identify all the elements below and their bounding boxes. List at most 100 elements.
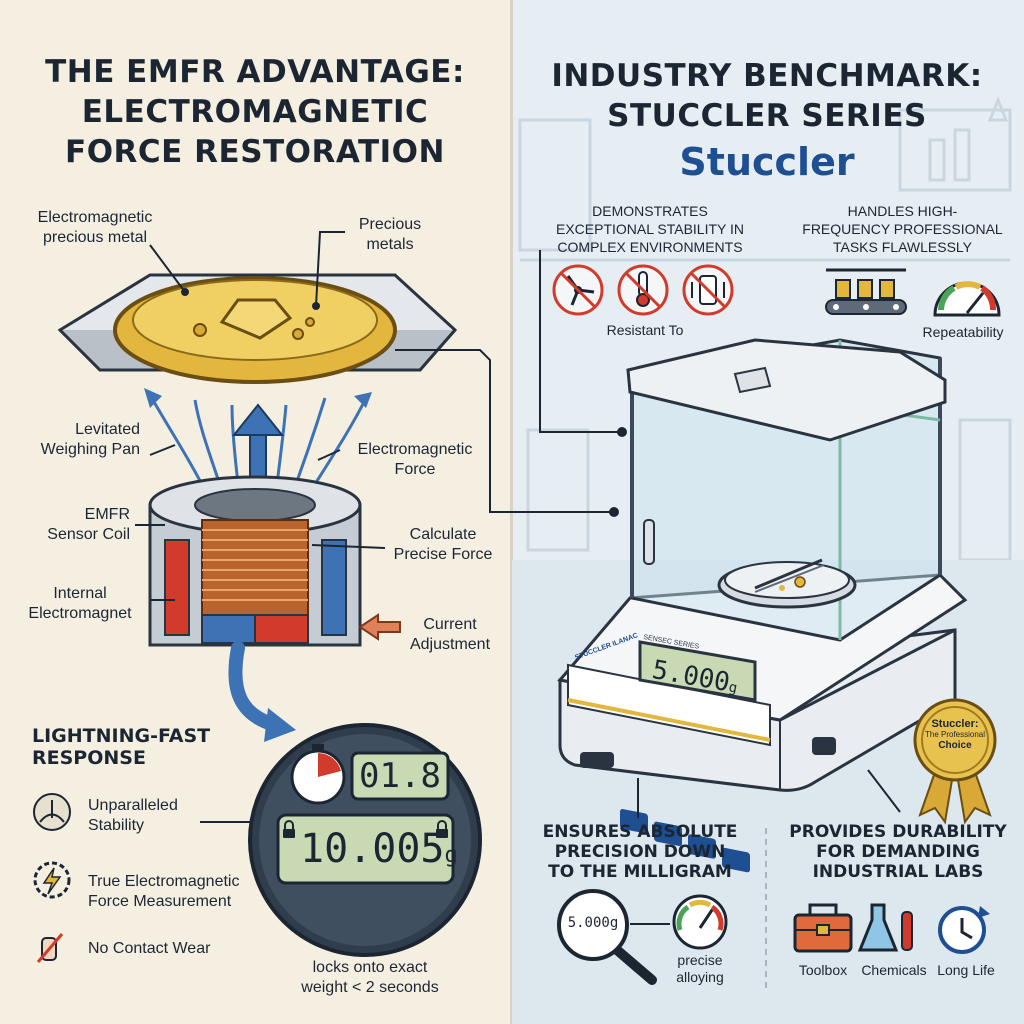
frequency-caption-line2: FREQUENCY PROFESSIONAL xyxy=(802,221,1003,237)
lock-icon-right xyxy=(436,820,448,838)
stability-icon xyxy=(33,793,71,831)
feature-no-contact: No Contact Wear xyxy=(88,939,268,959)
durability-line2: FOR DEMANDING xyxy=(816,842,980,862)
magnet-base-red xyxy=(254,614,309,644)
label-calculate-force: Calculate Precise Force xyxy=(378,525,508,565)
magnifier-icon xyxy=(557,889,657,985)
weight-value: 10.005 xyxy=(300,826,445,872)
connector-line xyxy=(395,349,614,513)
feature-stability-line2: Stability xyxy=(88,817,145,834)
feature-em-line1: True Electromagnetic xyxy=(88,873,240,890)
precision-line3: TO THE MILLIGRAM xyxy=(548,862,732,882)
label-em-force-line1: Electromagnetic xyxy=(357,441,473,458)
stopwatch-icon xyxy=(290,744,346,805)
magnifier-value: 5.000g xyxy=(567,915,619,931)
stability-caption-line2: EXCEPTIONAL STABILITY IN xyxy=(555,221,744,237)
benchmark-title-line2: STUCCLER SERIES xyxy=(607,98,927,134)
tool-label-toolbox: Toolbox xyxy=(798,962,848,978)
label-precious-line1: Precious xyxy=(358,216,422,233)
response-heading: LIGHTNING-FAST RESPONSE xyxy=(32,725,252,769)
benchmark-title: INDUSTRY BENCHMARK: STUCCLER SERIES xyxy=(532,56,1002,136)
no-vibration-icon xyxy=(682,264,734,316)
seal-line3: Choice xyxy=(938,740,972,751)
label-internal-line2: Electromagnet xyxy=(28,605,132,622)
label-em-precious-line1: Electromagnetic xyxy=(37,209,153,226)
lock-caption-line1: locks onto exact xyxy=(312,959,428,976)
tool-label-chemicals: Chemicals xyxy=(861,962,927,978)
feature-no-contact-line1: No Contact Wear xyxy=(88,940,211,957)
timer-value: 01.8 xyxy=(359,756,441,796)
repeatability-label: Repeatability xyxy=(922,324,1004,340)
response-heading-line2: RESPONSE xyxy=(32,747,146,769)
force-arrow-head xyxy=(231,403,285,436)
precision-line2: PRECISION DOWN xyxy=(554,842,726,862)
stability-caption-line3: COMPLEX ENVIRONMENTS xyxy=(557,239,743,255)
alloy-line2: alloying xyxy=(676,969,724,985)
seal-line1: Stuccler: xyxy=(931,718,979,730)
no-hand-icon xyxy=(36,933,64,963)
toolbox-icon xyxy=(793,903,853,953)
label-calc-line2: Precise Force xyxy=(393,546,493,563)
label-levitated-line2: Weighing Pan xyxy=(40,441,140,458)
precision-heading: ENSURES ABSOLUTE PRECISION DOWN TO THE M… xyxy=(540,822,740,882)
emfr-title-line2: ELECTROMAGNETIC xyxy=(81,94,429,130)
label-levitated-pan: Levitated Weighing Pan xyxy=(10,420,140,460)
timer-screen xyxy=(350,751,450,801)
label-em-force-line2: Force xyxy=(394,461,436,478)
weight-unit: g xyxy=(444,843,458,868)
label-emfr-line1: EMFR xyxy=(84,506,130,523)
gear-bolt-icon xyxy=(33,861,71,899)
frequency-caption: HANDLES HIGH- FREQUENCY PROFESSIONAL TAS… xyxy=(790,202,1015,256)
durability-heading: PROVIDES DURABILITY FOR DEMANDING INDUST… xyxy=(780,822,1016,882)
feature-em-line2: Force Measurement xyxy=(88,893,232,910)
label-em-precious-metal: Electromagnetic precious metal xyxy=(20,208,170,248)
stability-caption-line1: DEMONSTRATES xyxy=(592,203,708,219)
label-internal-line1: Internal xyxy=(53,585,107,602)
label-em-precious-line2: precious metal xyxy=(42,229,148,246)
frequency-caption-line3: TASKS FLAWLESSLY xyxy=(832,239,972,255)
top-rail xyxy=(626,338,947,442)
feature-stability: Unparalleled Stability xyxy=(88,796,248,836)
lock-icon-left xyxy=(283,820,295,838)
balance-lcd xyxy=(638,640,757,702)
label-calc-line1: Calculate xyxy=(409,526,477,543)
brand-logo: Stuccler xyxy=(679,140,855,184)
alloy-caption: precise alloying xyxy=(660,952,740,986)
emfr-title-line1: THE EMFR ADVANTAGE: xyxy=(45,54,465,90)
chemicals-icon xyxy=(857,903,913,952)
benchmark-title-line1: INDUSTRY BENCHMARK: xyxy=(551,58,983,94)
weight-readout: 10.005g xyxy=(300,826,458,879)
tool-label-long-life: Long Life xyxy=(937,962,995,978)
label-levitated-line1: Levitated xyxy=(75,421,140,438)
label-emfr-coil: EMFR Sensor Coil xyxy=(10,505,130,545)
balance-unit: g xyxy=(727,679,739,697)
stability-caption: DEMONSTRATES EXCEPTIONAL STABILITY IN CO… xyxy=(530,202,770,256)
resistant-label: Resistant To xyxy=(606,322,684,338)
label-emfr-line2: Sensor Coil xyxy=(47,526,130,543)
no-fan-icon xyxy=(552,264,604,316)
emfr-title: THE EMFR ADVANTAGE: ELECTROMAGNETIC FORC… xyxy=(20,52,490,172)
response-heading-line1: LIGHTNING-FAST xyxy=(32,725,211,747)
quality-seal xyxy=(913,698,997,825)
lock-caption-line2: weight < 2 seconds xyxy=(301,979,439,996)
lock-caption: locks onto exact weight < 2 seconds xyxy=(280,958,460,998)
label-current-line2: Adjustment xyxy=(409,636,491,653)
label-internal-electromagnet: Internal Electromagnet xyxy=(10,584,150,624)
current-arrow xyxy=(358,613,401,641)
durability-line1: PROVIDES DURABILITY xyxy=(789,822,1007,842)
frequency-caption-line1: HANDLES HIGH- xyxy=(847,203,958,219)
gold-bar xyxy=(219,298,293,340)
label-precious-line2: metals xyxy=(366,236,414,253)
label-precious-metals: Precious metals xyxy=(335,215,445,255)
alloy-line1: precise xyxy=(677,952,723,968)
feature-stability-line1: Unparalleled xyxy=(88,797,178,814)
no-temperature-icon xyxy=(617,264,669,316)
flow-arrow xyxy=(228,641,282,732)
label-em-force: Electromagnetic Force xyxy=(340,440,490,480)
label-current-line1: Current xyxy=(423,616,477,633)
label-current-adjustment: Current Adjustment xyxy=(395,615,505,655)
